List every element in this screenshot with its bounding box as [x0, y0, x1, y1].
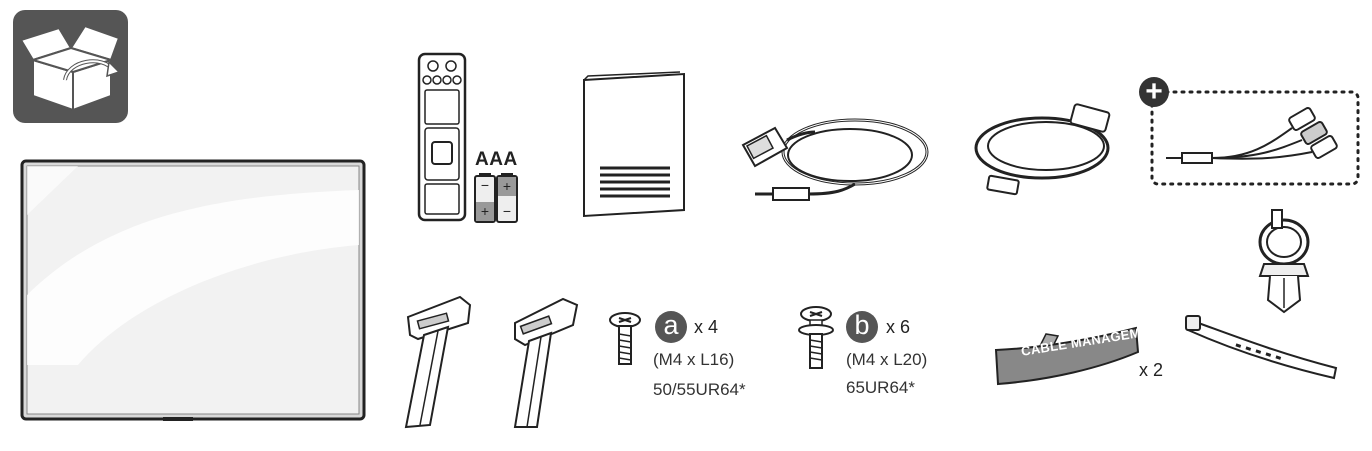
cable-management-icon	[994, 326, 1140, 386]
battery-icon: − + + −	[474, 173, 518, 223]
cable-holder-icon	[1258, 209, 1310, 314]
manual-icon	[583, 71, 685, 218]
screw-a-qty: x 4	[694, 317, 719, 337]
cable-management-qty: x 2	[1139, 360, 1164, 380]
svg-text:+: +	[481, 203, 489, 219]
screw-a-spec: (M4 x L16)	[653, 350, 735, 369]
screw-a-models: 50/55UR64*	[653, 380, 746, 399]
svg-text:−: −	[503, 203, 511, 219]
rgb-audio-cable-icon	[741, 118, 929, 201]
cable-tie-icon	[1185, 315, 1338, 380]
remote-control-icon	[417, 52, 467, 222]
svg-text:−: −	[481, 177, 489, 193]
optional-frame	[1150, 90, 1360, 186]
screw-b-qty: x 6	[886, 317, 911, 337]
tv-icon	[20, 159, 366, 421]
power-cord-icon	[974, 103, 1111, 196]
stand-leg-icon-2	[513, 297, 579, 428]
screw-a-badge: a	[655, 311, 687, 343]
plus-icon: +	[1139, 77, 1169, 107]
screw-b-models: 65UR64*	[846, 378, 915, 397]
screw-b-badge: b	[846, 311, 878, 343]
screw-icon	[609, 312, 641, 365]
av-gender-cable-icon	[1166, 107, 1338, 164]
screw-icon-b	[798, 306, 834, 369]
svg-text:+: +	[503, 178, 511, 194]
screw-b-spec: (M4 x L20)	[846, 350, 928, 369]
battery-label: AAA	[475, 149, 518, 170]
stand-leg-icon	[404, 295, 472, 429]
open-box-icon	[13, 10, 128, 123]
